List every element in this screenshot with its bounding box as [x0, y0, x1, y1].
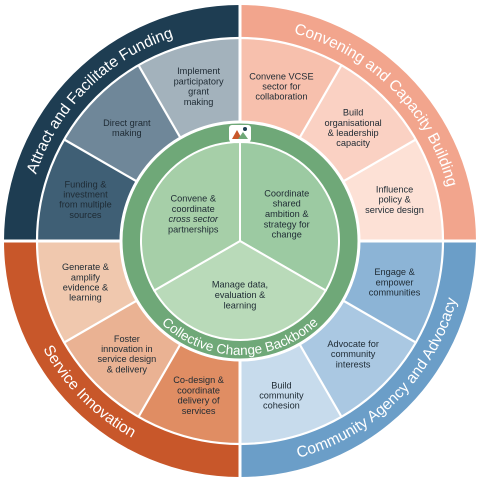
segment-implement-participatory-grant-making — [138, 38, 240, 138]
segment-build-community-cohesion — [240, 344, 342, 444]
core-segment-label: Manage data,evaluation &learning — [212, 280, 268, 311]
segment-funding-investment-from-multiple-sources — [37, 139, 137, 241]
separator-line — [299, 64, 343, 138]
quadrant-band-attract-and-facilitate-funding — [4, 5, 240, 241]
separator-line — [343, 138, 417, 182]
segment-advocate-for-community-interests — [300, 301, 416, 417]
separator-line — [137, 64, 181, 138]
separator-line — [299, 344, 343, 418]
segment-build-organisational-leadership-capacity — [300, 65, 416, 181]
segment-co-design-coordinate-delivery-of-services — [138, 344, 240, 444]
separator-line — [63, 138, 137, 182]
core-segment-convene — [140, 140, 241, 292]
quadrant-band-community-agency-and-advocacy — [240, 241, 476, 477]
band-separator-ring — [35, 36, 445, 446]
separator-line — [343, 300, 417, 344]
segment-generate-amplify-evidence-learning — [37, 241, 137, 343]
segment-convene-vcse-sector-for-collaboration — [240, 38, 342, 138]
segment-influence-policy-service-design — [343, 139, 443, 241]
hills-logo-icon — [229, 125, 251, 142]
quadrant-band-service-innovation — [4, 241, 240, 477]
quadrant-band-convening-and-capacity-building — [240, 5, 476, 241]
segment-direct-grant-making — [64, 65, 180, 181]
segment-foster-innovation-in-service-design-delivery — [64, 301, 180, 417]
core-segment-coordinate — [239, 140, 340, 292]
segment-engage-empower-communities — [343, 241, 443, 343]
separator-line — [63, 300, 137, 344]
separator-line — [137, 344, 181, 418]
